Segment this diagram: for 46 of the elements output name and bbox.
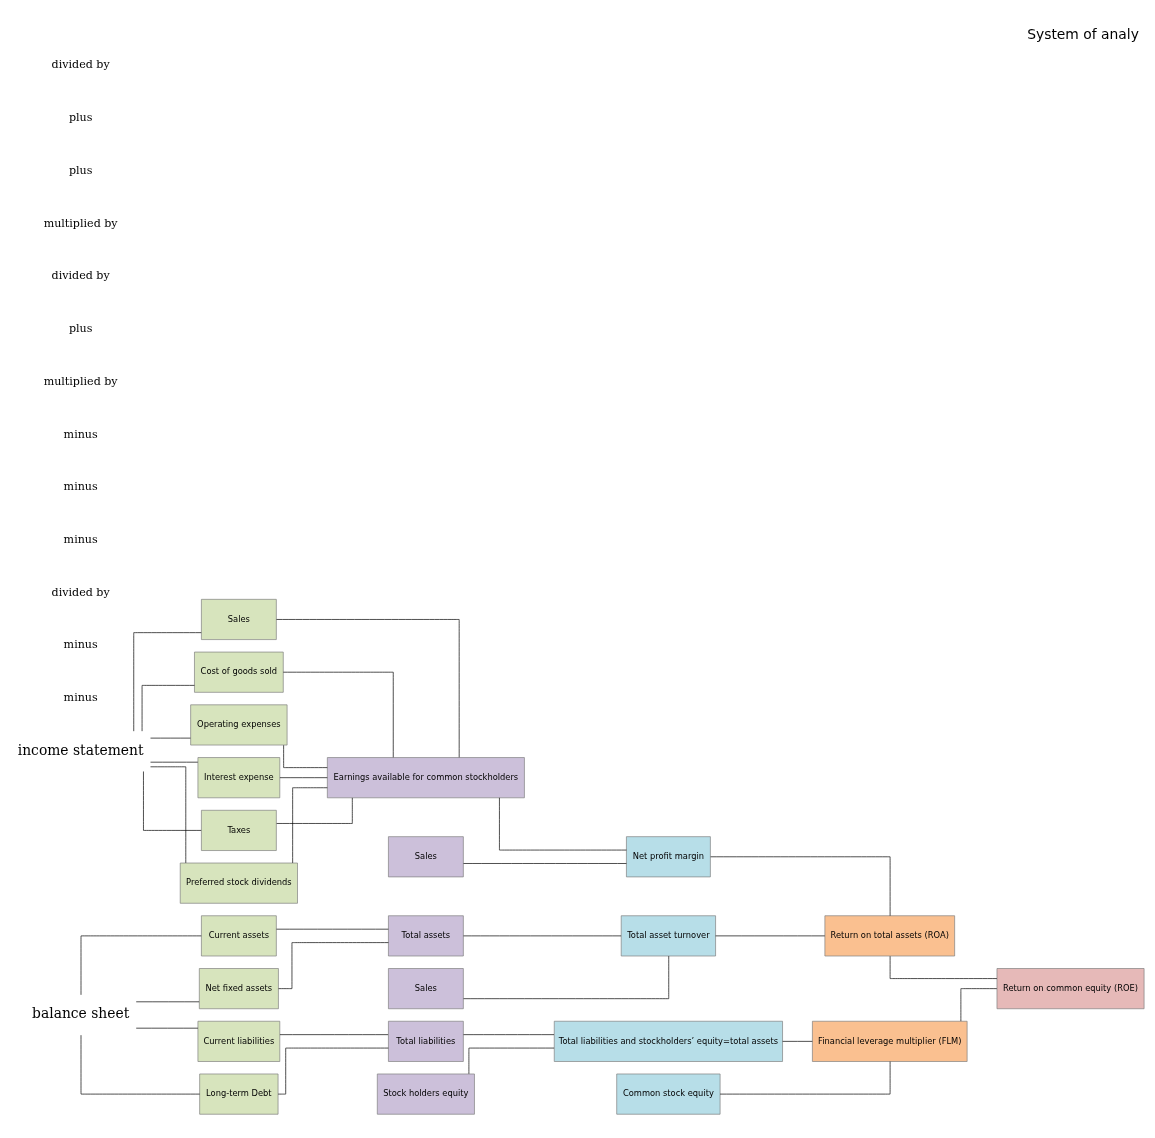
node-box: Common stock equity (616, 1073, 721, 1115)
connector (292, 786, 328, 863)
node-box: Current assets (201, 914, 277, 956)
label: plus (68, 321, 93, 335)
connector (143, 770, 202, 831)
node-box: Earnings available for common stockholders (327, 756, 525, 798)
label: plus (68, 163, 93, 177)
node-text: balance sheet (32, 1004, 130, 1021)
node-box: Net fixed assets (198, 967, 279, 1009)
connector (150, 765, 187, 863)
connector (499, 797, 627, 850)
connector (276, 797, 353, 824)
label: minus (63, 479, 98, 493)
node-box: Taxes (201, 809, 277, 851)
label: divided by (51, 585, 110, 599)
label: divided by (51, 268, 110, 282)
node-box: Long-term Debt (199, 1073, 279, 1115)
node-box: Total asset turnover (620, 914, 716, 956)
label: minus (63, 427, 98, 441)
label: minus (63, 532, 98, 546)
node-box: Total liabilities (388, 1020, 464, 1062)
label: multiplied by (43, 374, 118, 388)
node-box: Sales (201, 598, 277, 640)
diagram-title: System of analy (1027, 25, 1139, 42)
node-box: Sales (388, 967, 464, 1009)
node-box: Current liabilities (197, 1020, 281, 1062)
node-box: Net profit margin (626, 835, 711, 877)
node-box: Financial leverage multiplier (FLM) (812, 1020, 968, 1062)
node-box: Total liabilities and stockholders’ equity=total assets (553, 1020, 783, 1062)
label: minus (63, 690, 98, 704)
label: plus (68, 110, 93, 124)
label: minus (63, 637, 98, 651)
node-box: Sales (388, 835, 464, 877)
node-box: Operating expenses (190, 703, 288, 745)
node-box: Return on total assets (ROA) (824, 914, 955, 956)
connector (276, 618, 460, 758)
label: divided by (51, 57, 110, 71)
node-box: Total assets (388, 914, 464, 956)
node-text: income statement (17, 741, 144, 758)
node-box: Interest expense (197, 756, 281, 798)
node-box: Return on common equity (ROE) (996, 967, 1145, 1009)
node-box: Cost of goods sold (194, 651, 284, 693)
node-box: Stock holders equity (376, 1073, 475, 1115)
connector (463, 862, 627, 864)
node-box: Preferred stock dividends (179, 862, 298, 904)
label: multiplied by (43, 216, 118, 230)
